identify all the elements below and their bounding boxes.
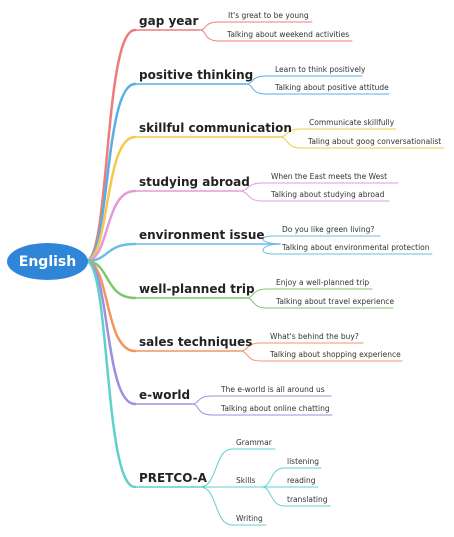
subtopic-connector bbox=[278, 128, 397, 138]
skill-connector bbox=[261, 486, 331, 507]
skill-connector bbox=[261, 467, 322, 488]
skill-translating[interactable]: translating bbox=[287, 495, 328, 504]
subtopic-gap-year-2[interactable]: Talking about weekend activities bbox=[227, 30, 350, 39]
subtopic-positive-thinking-1[interactable]: Learn to think positively bbox=[275, 65, 366, 74]
subtopic-e-world-1[interactable]: The e-world is all around us bbox=[221, 385, 325, 394]
topic-e-world[interactable]: e-world bbox=[139, 388, 191, 402]
subtopic-sales-techniques-1[interactable]: What's behind the buy? bbox=[270, 332, 359, 341]
branch-connector bbox=[84, 259, 137, 406]
topic-positive-thinking[interactable]: positive thinking bbox=[139, 68, 254, 82]
topic-gap-year[interactable]: gap year bbox=[139, 14, 199, 28]
subtopic-connector bbox=[245, 297, 394, 309]
topic-studying-abroad[interactable]: studying abroad bbox=[139, 175, 250, 189]
subtopic-connector bbox=[238, 182, 399, 192]
subtopic-connector bbox=[199, 448, 276, 488]
subtopic-sales-techniques-2[interactable]: Talking about shopping experience bbox=[270, 350, 401, 359]
topic-sales-techniques[interactable]: sales techniques bbox=[139, 335, 253, 349]
subtopic-connector bbox=[239, 342, 364, 352]
subtopic-environment-issue-1[interactable]: Do you like green living? bbox=[282, 225, 375, 234]
subtopic-e-world-2[interactable]: Talking about online chatting bbox=[221, 404, 330, 413]
subtopic-environment-issue-2[interactable]: Talking about environmental protection bbox=[282, 243, 430, 252]
subtopic-positive-thinking-2[interactable]: Talking about positive attitude bbox=[275, 83, 389, 92]
root-label: English bbox=[18, 253, 77, 270]
subtopic-gap-year-1[interactable]: It's great to be young bbox=[228, 11, 309, 20]
branch-connector bbox=[84, 259, 137, 353]
subtopic-connector bbox=[191, 403, 333, 416]
subtopic-connector bbox=[245, 83, 390, 95]
topic-pretco-a[interactable]: PRETCO-A bbox=[139, 471, 207, 485]
subtopic-skillful-communication-1[interactable]: Communicate skillfully bbox=[309, 118, 395, 127]
branch-connector bbox=[84, 259, 137, 489]
subtopic-connector bbox=[262, 243, 433, 255]
subtopic-well-planned-trip-1[interactable]: Enjoy a well-planned trip bbox=[276, 278, 370, 287]
subtopic-connector bbox=[238, 190, 390, 202]
topic-skillful-communication[interactable]: skillful communication bbox=[139, 121, 292, 135]
subtopic-grammar[interactable]: Grammar bbox=[236, 438, 272, 447]
subtopic-connector bbox=[262, 235, 381, 245]
topic-well-planned-trip[interactable]: well-planned trip bbox=[139, 282, 255, 296]
topic-environment-issue[interactable]: environment issue bbox=[139, 228, 265, 242]
subtopic-connector bbox=[278, 136, 445, 149]
branch-connector bbox=[84, 135, 137, 263]
subtopic-connector bbox=[199, 21, 313, 31]
subtopic-connector bbox=[245, 75, 363, 85]
skill-reading[interactable]: reading bbox=[287, 476, 316, 485]
subtopic-connector bbox=[199, 486, 267, 526]
branch-connector bbox=[84, 242, 137, 263]
subtopic-skillful-communication-2[interactable]: Taling about goog conversationalist bbox=[308, 137, 442, 146]
subtopic-well-planned-trip-2[interactable]: Talking about travel experience bbox=[276, 297, 395, 306]
subtopic-connector bbox=[199, 29, 353, 42]
subtopic-connector bbox=[245, 288, 373, 299]
skill-listening[interactable]: listening bbox=[287, 457, 319, 466]
subtopic-studying-abroad-1[interactable]: When the East meets the West bbox=[271, 172, 388, 181]
root-node[interactable]: English bbox=[7, 243, 88, 280]
subtopic-writing[interactable]: Writing bbox=[236, 514, 263, 523]
subtopic-connector bbox=[239, 350, 403, 362]
subtopic-skills[interactable]: Skills bbox=[236, 476, 256, 485]
subtopic-studying-abroad-2[interactable]: Talking about studying abroad bbox=[271, 190, 385, 199]
subtopic-connector bbox=[191, 395, 332, 405]
branch-connector bbox=[84, 189, 137, 263]
